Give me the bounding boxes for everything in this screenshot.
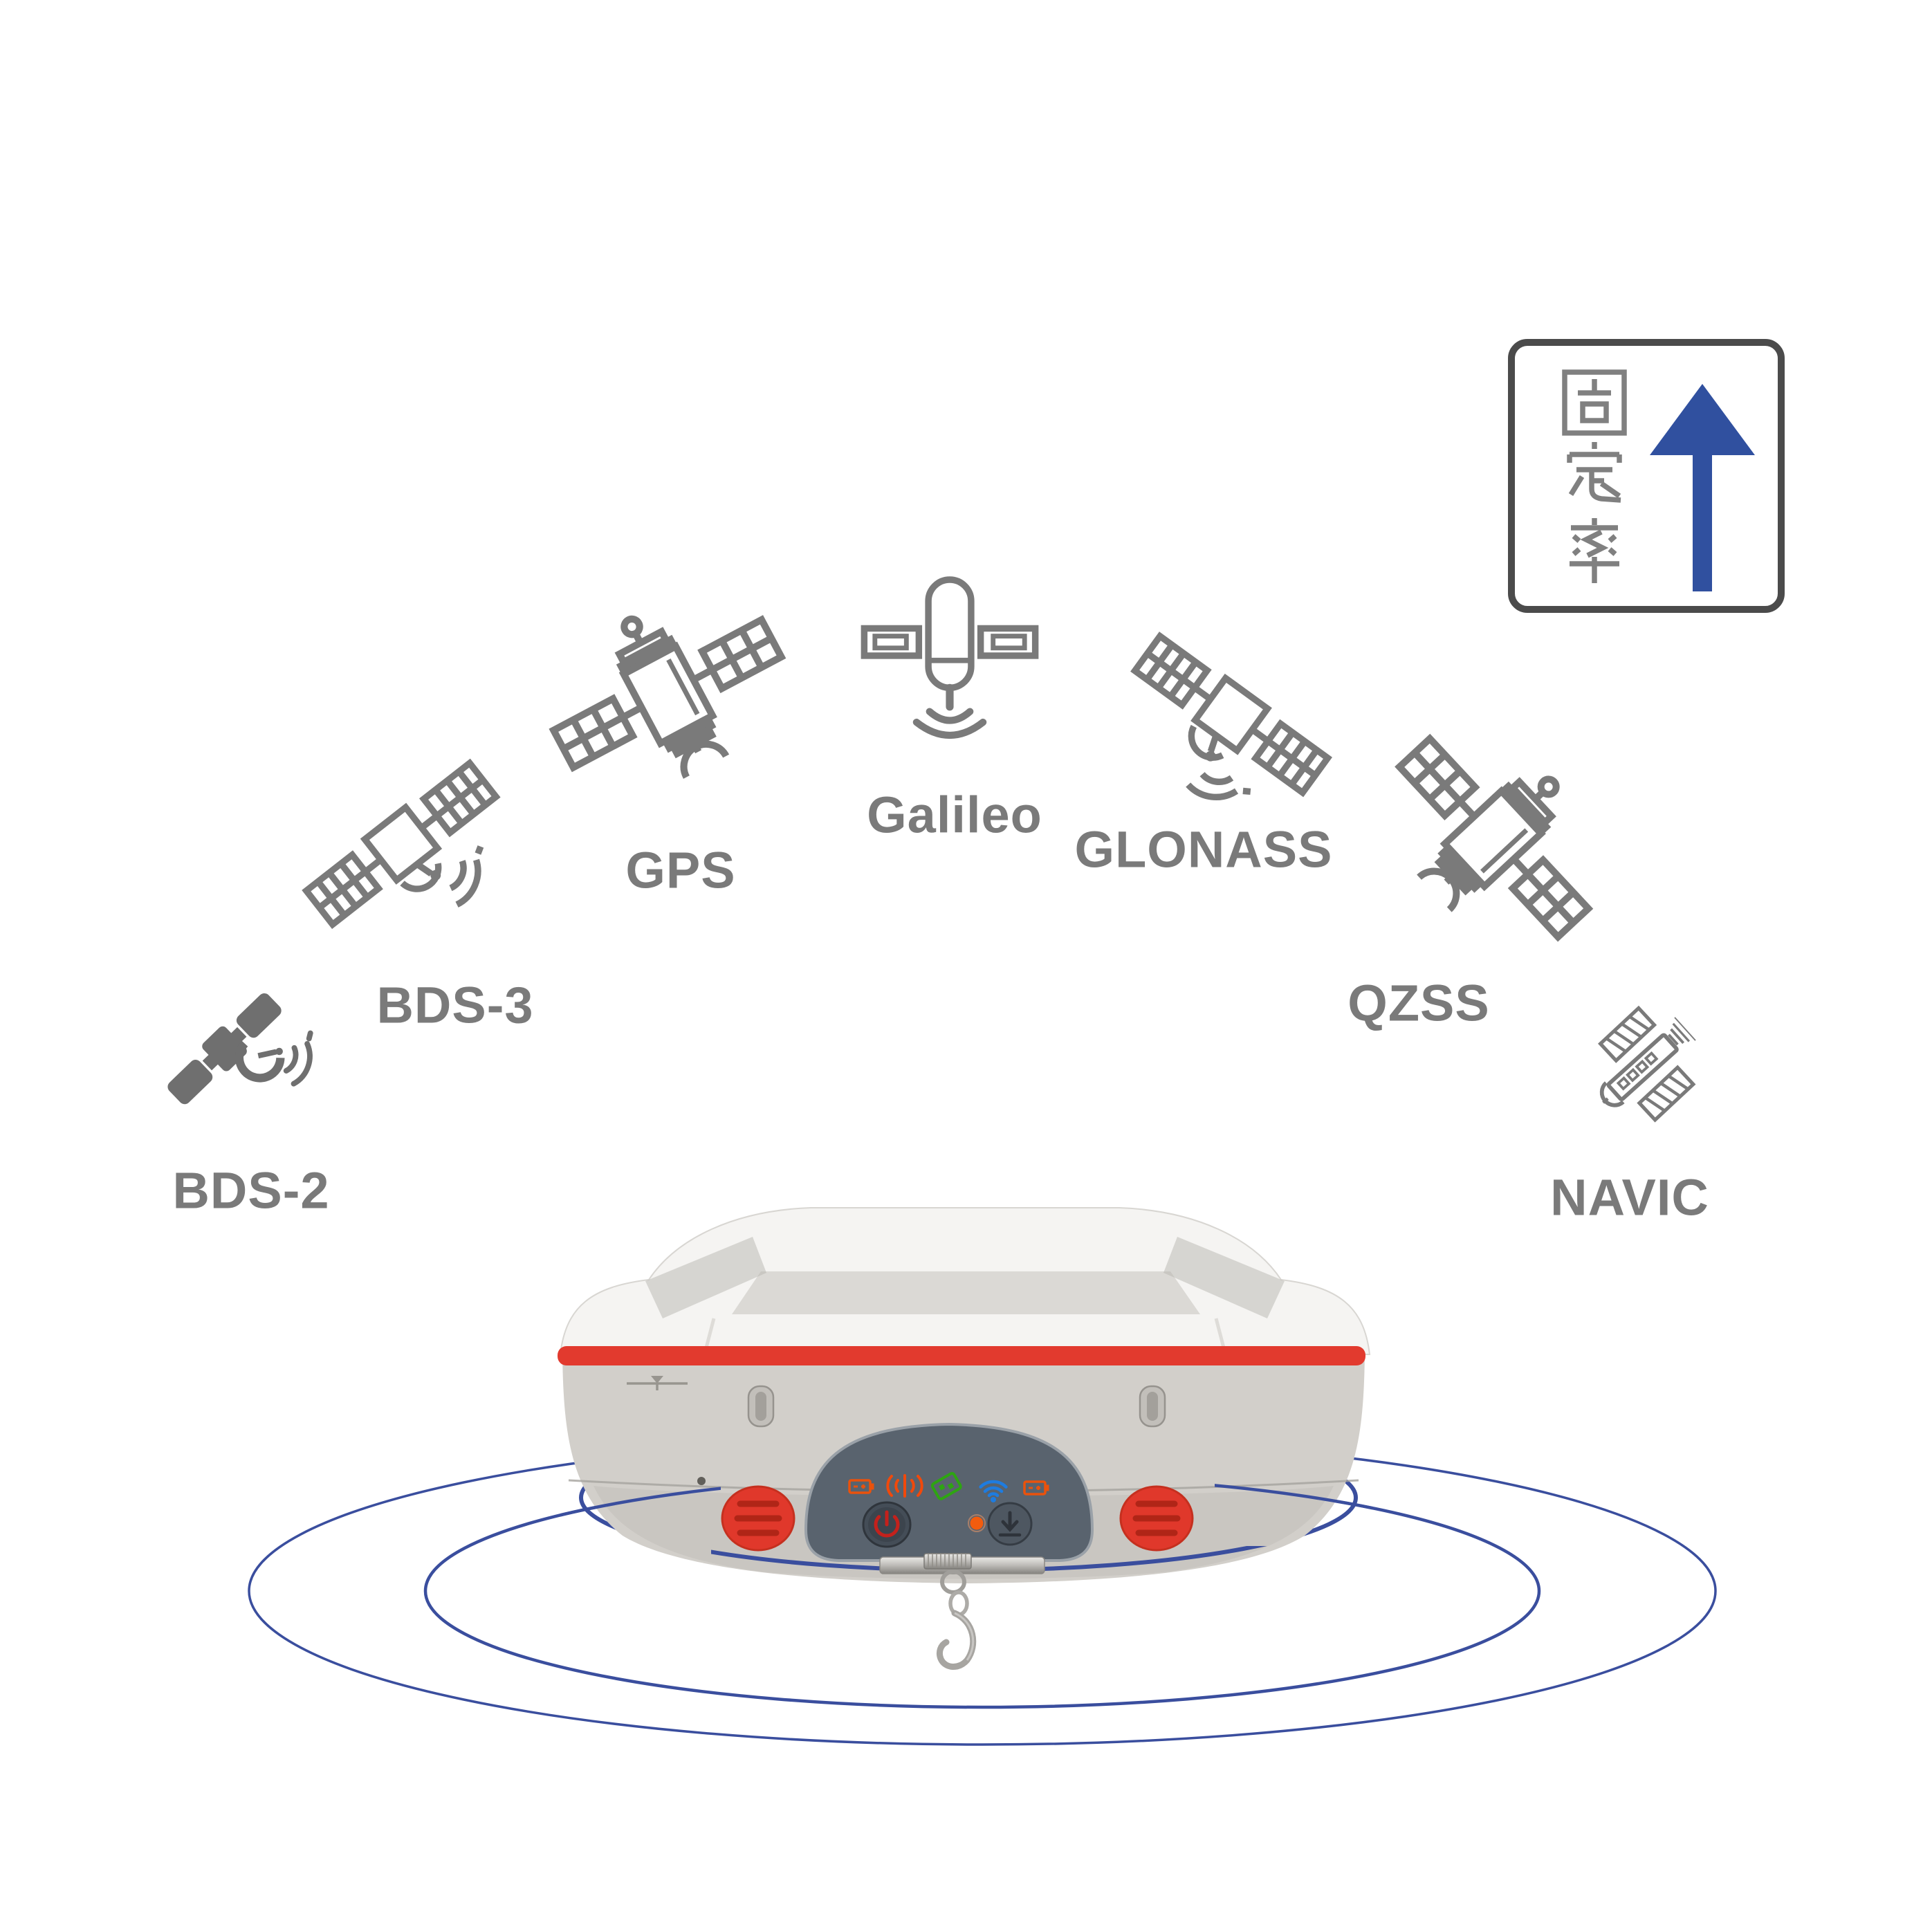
label-qzss: QZSS <box>1347 974 1490 1032</box>
control-panel <box>804 1422 1094 1562</box>
dome-facet-left <box>645 1237 766 1318</box>
side-button-right <box>1119 1485 1194 1552</box>
power-icon <box>874 1510 900 1538</box>
satellite-gps-icon <box>549 615 786 779</box>
red-stripe <box>558 1346 1365 1365</box>
gnss-receiver-illustration <box>248 1207 1717 1746</box>
dome-facet-right <box>1163 1237 1285 1318</box>
label-bds2: BDS-2 <box>172 1161 330 1220</box>
glyph-lv <box>1570 518 1619 583</box>
glyph-gu <box>1562 369 1627 436</box>
label-navic: NAVIC <box>1550 1168 1709 1226</box>
mount-and-hook <box>879 1553 1045 1670</box>
label-glonass: GLONASS <box>1074 820 1333 878</box>
battery-icon-left <box>848 1479 874 1494</box>
download-icon <box>998 1511 1022 1537</box>
fix-rate-box: 固定率 <box>1508 339 1785 613</box>
download-button <box>987 1502 1033 1546</box>
dome-facet-band <box>732 1271 1200 1314</box>
satellite-navic-icon <box>1598 1005 1696 1123</box>
satellite-qzss-icon <box>1395 733 1594 942</box>
vent-hole <box>697 1477 706 1485</box>
battery-icon-right <box>1023 1480 1049 1496</box>
side-button-left <box>721 1485 795 1552</box>
radio-signal-icon <box>886 1474 923 1498</box>
wifi-icon <box>979 1480 1008 1502</box>
label-gps: GPS <box>625 841 736 899</box>
satellite-glonass-icon <box>1130 632 1333 800</box>
power-button <box>862 1501 912 1548</box>
glyph-ding <box>1567 442 1622 503</box>
latch-slot-left <box>747 1385 775 1428</box>
latch-slot-right <box>1139 1385 1166 1428</box>
fix-rate-text: 固定率 <box>1515 346 1516 347</box>
satellite-galileo-icon <box>861 576 1039 739</box>
arrow-up-icon <box>1650 384 1755 591</box>
measure-mark-icon <box>627 1376 688 1390</box>
data-link-icon <box>930 1472 962 1500</box>
satellite-bds2-icon <box>167 993 313 1105</box>
label-galileo: Galileo <box>867 786 1042 844</box>
satellite-bds3-icon <box>302 758 501 929</box>
status-led <box>968 1514 986 1532</box>
fix-rate-text-glyphs <box>1562 369 1627 583</box>
shell-facet-lines <box>703 1318 1226 1351</box>
label-bds3: BDS-3 <box>376 976 534 1034</box>
